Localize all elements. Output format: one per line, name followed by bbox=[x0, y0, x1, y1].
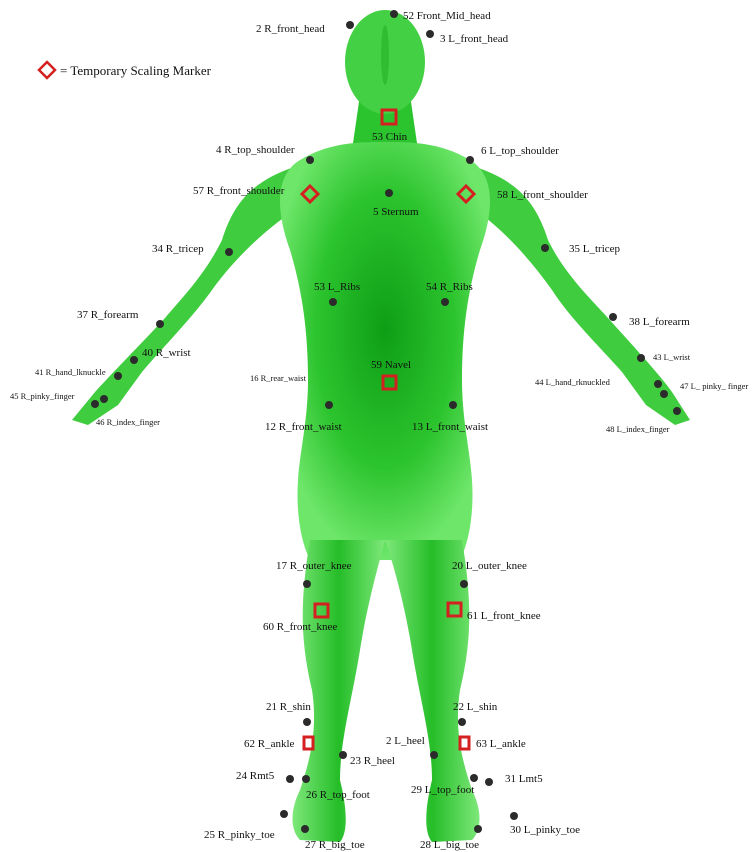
label-r-pinky-toe: 25 R_pinky_toe bbox=[204, 829, 275, 841]
marker-dot bbox=[286, 775, 294, 783]
marker-dot bbox=[474, 825, 482, 833]
legend-label: = Temporary Scaling Marker bbox=[60, 63, 212, 78]
label-l-index-finger: 48 L_index_finger bbox=[606, 424, 670, 434]
label-l-shin: 22 L_shin bbox=[453, 701, 498, 713]
marker-dot bbox=[485, 778, 493, 786]
marker-dot bbox=[449, 401, 457, 409]
label-r-shin: 21 R_shin bbox=[266, 701, 311, 713]
label-l-outer-knee: 20 L_outer_knee bbox=[452, 560, 527, 572]
label-rmt5: 24 Rmt5 bbox=[236, 770, 275, 782]
label-r-front-waist: 12 R_front_waist bbox=[265, 421, 342, 433]
marker-dot bbox=[673, 407, 681, 415]
label-l-ankle: 63 L_ankle bbox=[476, 738, 526, 750]
marker-dot bbox=[303, 718, 311, 726]
label-r-front-knee: 60 R_front_knee bbox=[263, 621, 337, 633]
label-r-hand-lknuckle: 41 R_hand_lknuckle bbox=[35, 367, 106, 377]
label-r-top-foot: 26 R_top_foot bbox=[306, 789, 370, 801]
scaling-marker-l-ankle bbox=[460, 737, 469, 749]
label-lmt5: 31 Lmt5 bbox=[505, 773, 543, 785]
label-chin: 53 Chin bbox=[372, 131, 408, 143]
marker-dot bbox=[280, 810, 288, 818]
label-l-front-knee: 61 L_front_knee bbox=[467, 610, 541, 622]
legend: = Temporary Scaling Marker bbox=[39, 62, 212, 78]
label-l-pinky-finger-text: 47 L_ pinky_ finger bbox=[680, 381, 748, 391]
marker-dot bbox=[458, 718, 466, 726]
label-l-top-shoulder: 6 L_top_shoulder bbox=[481, 145, 559, 157]
label-l-front-waist: 13 L_front_waist bbox=[412, 421, 488, 433]
marker-dot bbox=[156, 320, 164, 328]
label-sternum: 5 Sternum bbox=[373, 206, 419, 218]
marker-dot bbox=[100, 395, 108, 403]
label-r-heel: 23 R_heel bbox=[350, 755, 395, 767]
label-r-index-finger: 46 R_index_finger bbox=[96, 417, 160, 427]
marker-dot bbox=[541, 244, 549, 252]
label-r-big-toe: 27 R_big_toe bbox=[305, 839, 365, 851]
marker-dot bbox=[114, 372, 122, 380]
marker-dot bbox=[302, 775, 310, 783]
label-l-front-head: 3 L_front_head bbox=[440, 33, 509, 45]
scaling-marker-icon bbox=[39, 62, 55, 78]
label-front-mid-head: 52 Front_Mid_head bbox=[403, 10, 491, 22]
label-l-tricep: 35 L_tricep bbox=[569, 243, 621, 255]
marker-dot bbox=[637, 354, 645, 362]
marker-dot bbox=[426, 30, 434, 38]
label-l-hand-rknuckled: 44 L_hand_rknuckled bbox=[535, 377, 611, 387]
torso bbox=[280, 142, 490, 560]
marker-dot bbox=[91, 400, 99, 408]
right-arm bbox=[72, 165, 300, 425]
marker-dot bbox=[346, 21, 354, 29]
marker-dot bbox=[306, 156, 314, 164]
label-l-heel: 2 L_heel bbox=[386, 735, 425, 747]
label-r-outer-knee: 17 R_outer_knee bbox=[276, 560, 352, 572]
label-r-rear-waist: 16 R_rear_waist bbox=[250, 373, 307, 383]
label-r-ribs: 54 R_Ribs bbox=[426, 281, 473, 293]
marker-dot bbox=[430, 751, 438, 759]
marker-dot bbox=[654, 380, 662, 388]
scaling-marker-r-ankle bbox=[304, 737, 313, 749]
marker-dot bbox=[441, 298, 449, 306]
label-r-front-shoulder: 57 R_front_shoulder bbox=[193, 185, 285, 197]
marker-dot bbox=[466, 156, 474, 164]
label-r-wrist: 40 R_wrist bbox=[142, 347, 191, 359]
label-r-ankle: 62 R_ankle bbox=[244, 738, 295, 750]
marker-dot bbox=[385, 189, 393, 197]
marker-dot bbox=[303, 580, 311, 588]
marker-dot bbox=[390, 10, 398, 18]
label-l-big-toe: 28 L_big_toe bbox=[420, 839, 479, 851]
label-r-front-head: 2 R_front_head bbox=[256, 23, 325, 35]
marker-dot bbox=[460, 580, 468, 588]
label-l-wrist: 43 L_wrist bbox=[653, 352, 691, 362]
label-r-forearm: 37 R_forearm bbox=[77, 309, 139, 321]
marker-dot bbox=[130, 356, 138, 364]
label-l-forearm: 38 L_forearm bbox=[629, 316, 690, 328]
marker-dot bbox=[329, 298, 337, 306]
marker-dot bbox=[325, 401, 333, 409]
marker-dot bbox=[339, 751, 347, 759]
label-l-front-shoulder: 58 L_front_shoulder bbox=[497, 189, 588, 201]
label-l-ribs: 53 L_Ribs bbox=[314, 281, 360, 293]
marker-dot bbox=[660, 390, 668, 398]
label-l-pinky-finger: 47 L_ pinky_ finger bbox=[680, 381, 748, 391]
head-center-shade bbox=[381, 25, 389, 85]
label-l-top-foot: 29 L_top_foot bbox=[411, 784, 474, 796]
label-navel: 59 Navel bbox=[371, 359, 411, 371]
label-r-top-shoulder: 4 R_top_shoulder bbox=[216, 144, 295, 156]
marker-dot bbox=[301, 825, 309, 833]
label-l-pinky-toe: 30 L_pinky_toe bbox=[510, 824, 580, 836]
marker-dot bbox=[609, 313, 617, 321]
marker-dot bbox=[470, 774, 478, 782]
label-r-pinky-finger: 45 R_pinky_finger bbox=[10, 391, 75, 401]
marker-dot bbox=[510, 812, 518, 820]
label-r-tricep: 34 R_tricep bbox=[152, 243, 204, 255]
marker-dot bbox=[225, 248, 233, 256]
